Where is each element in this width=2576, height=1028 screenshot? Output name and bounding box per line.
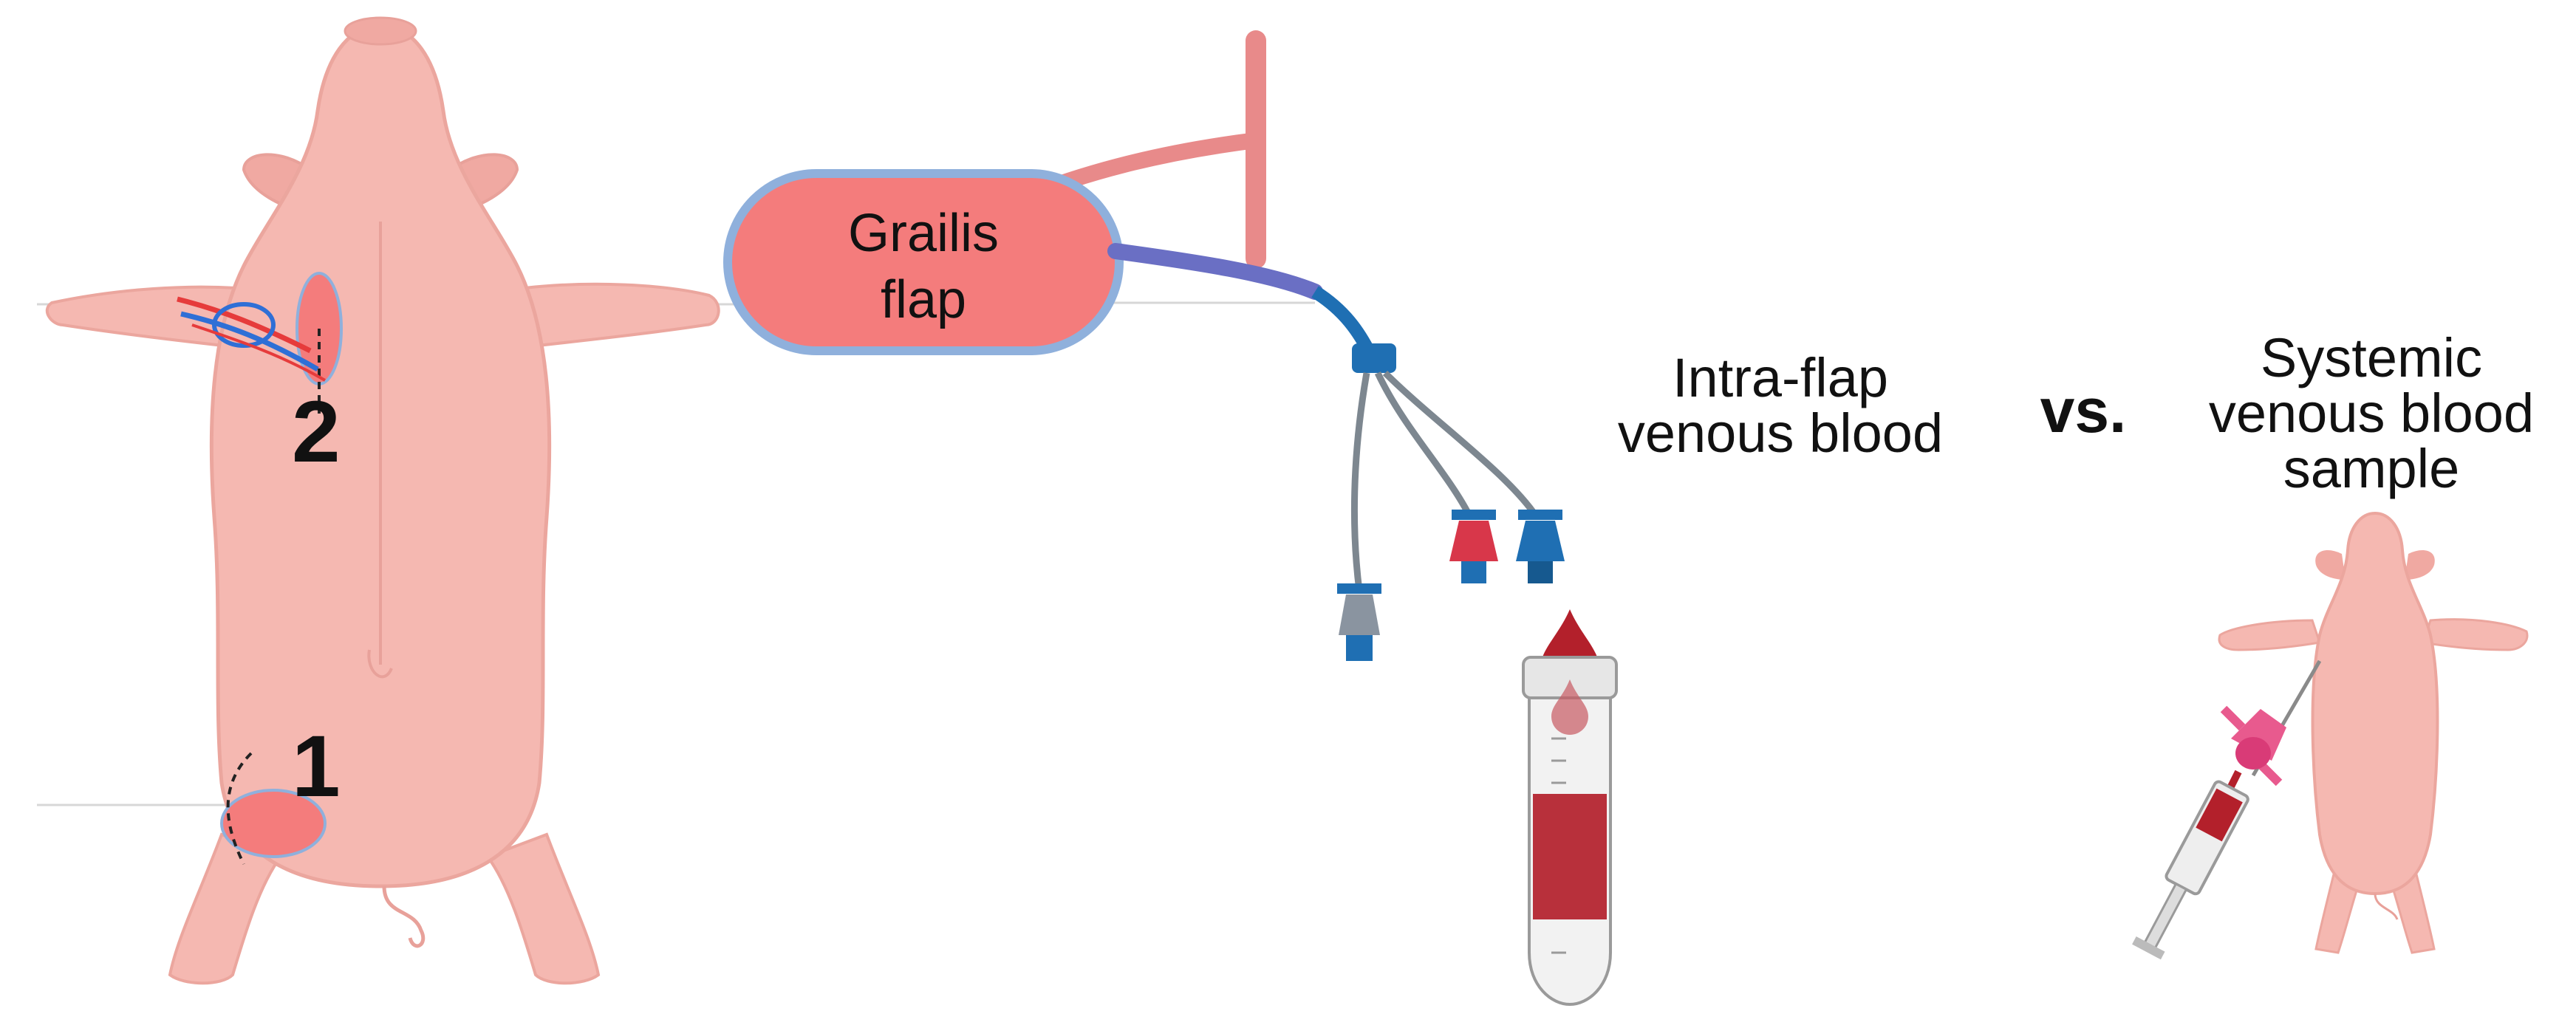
pig-illustration	[45, 16, 720, 985]
flap-label-line2: flap	[881, 270, 966, 329]
catheter-hub-blue	[1516, 510, 1565, 583]
flap-label-line1: Grailis	[848, 204, 999, 263]
incision-site-1	[220, 789, 327, 858]
syringe-icon	[2132, 659, 2322, 960]
vs-label: vs.	[2040, 376, 2127, 445]
catheter-icon	[1107, 243, 1565, 661]
systemic-label-line2: venous blood	[2209, 383, 2534, 444]
systemic-label-line3: sample	[2283, 438, 2460, 499]
intra-flap-label-line2: venous blood	[1618, 402, 1943, 464]
catheter-hub-grey	[1337, 583, 1381, 661]
intra-flap-label-line1: Intra-flap	[1673, 347, 1888, 408]
site-number-2: 2	[292, 383, 341, 481]
sample-tube-icon	[1522, 656, 1618, 1007]
site-number-1: 1	[292, 718, 341, 815]
small-pig-illustration	[2218, 511, 2529, 954]
systemic-label-line1: Systemic	[2261, 327, 2482, 388]
gracilis-flap: Grailis flap	[723, 169, 1124, 355]
blood-vessel-icon	[177, 296, 327, 382]
catheter-hub-red	[1449, 510, 1498, 583]
